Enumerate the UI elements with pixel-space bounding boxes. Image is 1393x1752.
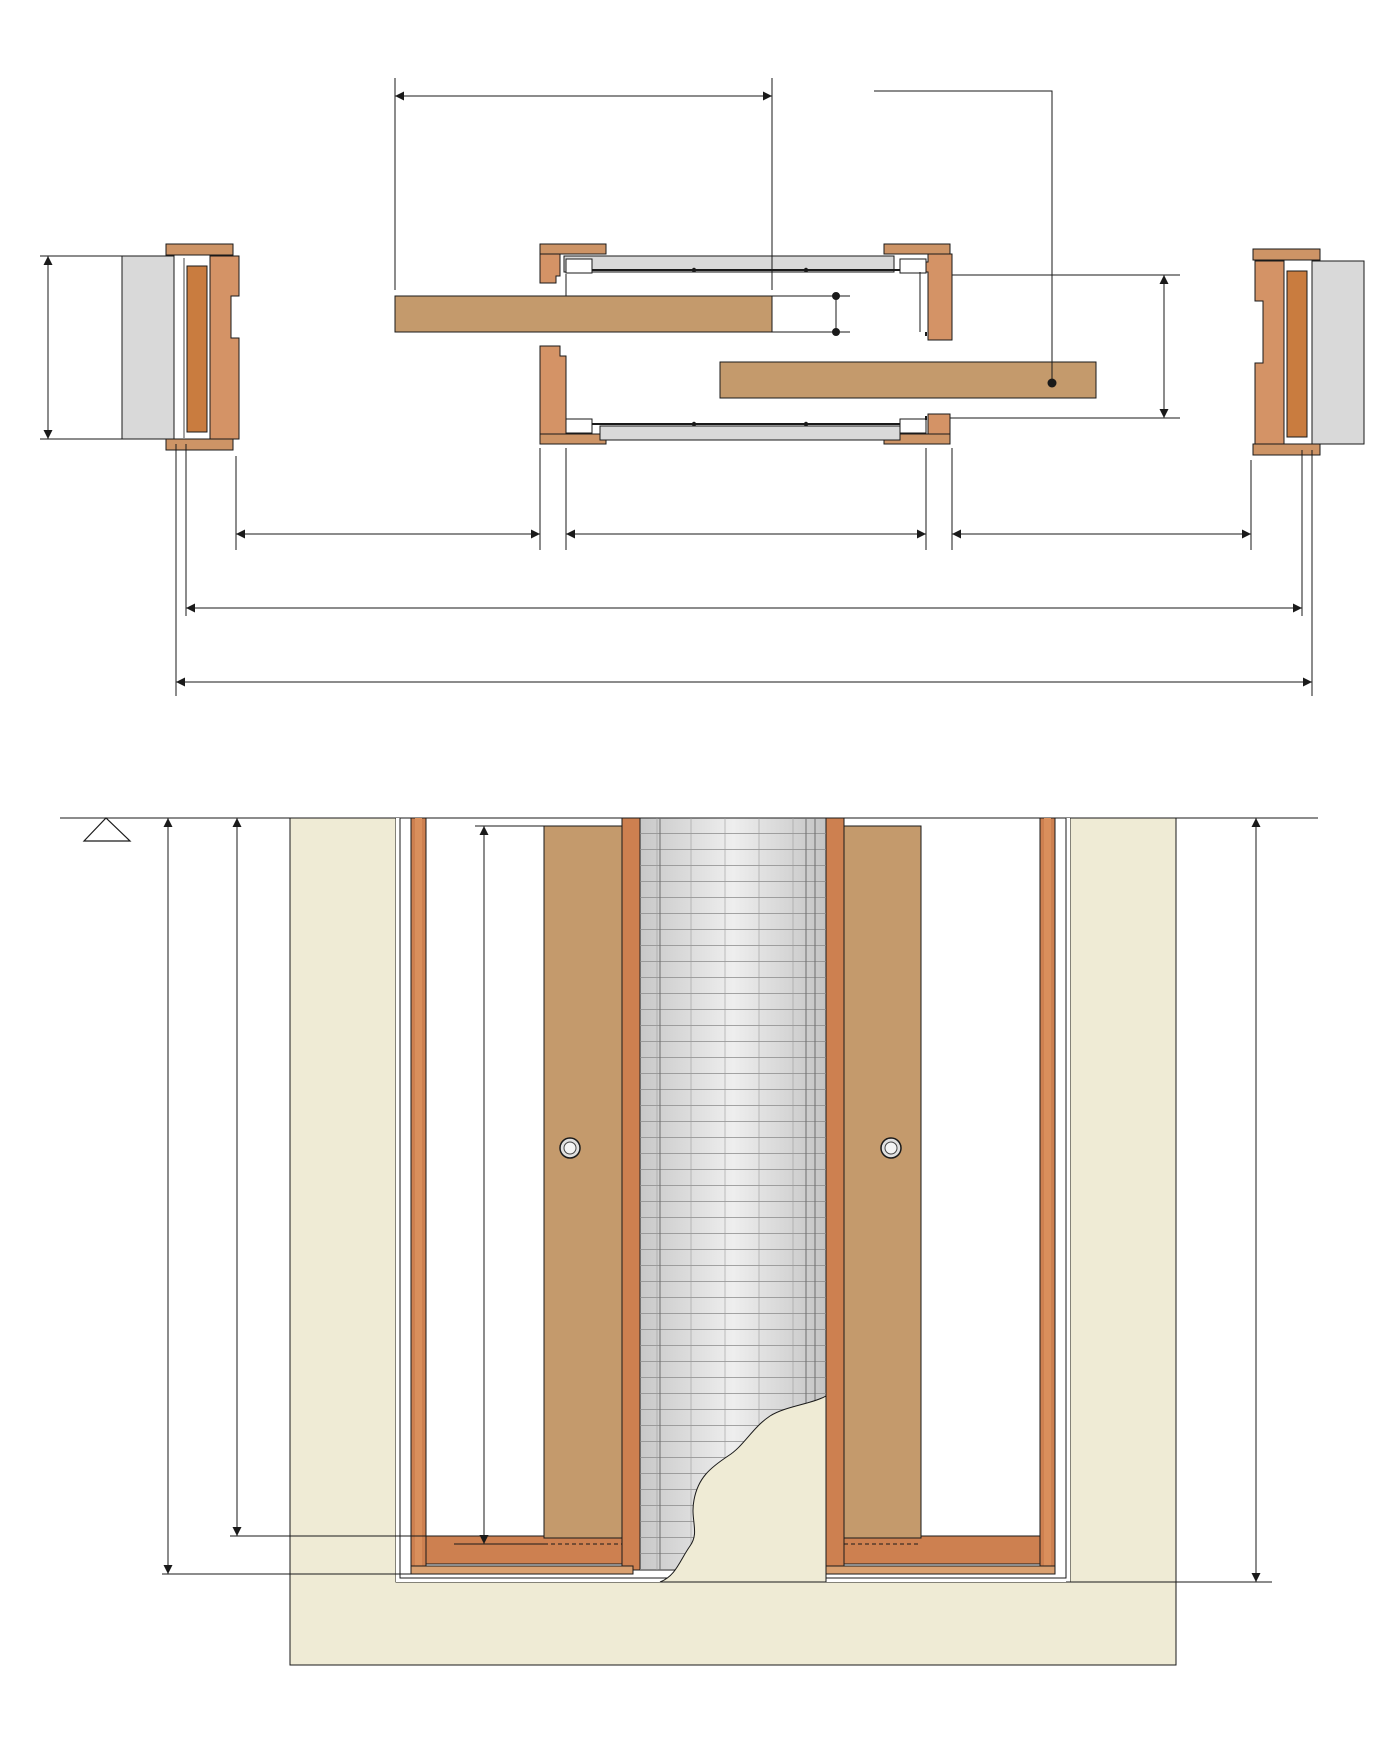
leaf-thickness-dimension — [772, 292, 850, 336]
leaf-width-dimension — [394, 78, 773, 290]
center-left-post — [621, 817, 641, 1571]
pocket-casing-section — [539, 243, 953, 445]
door-leaf-2-elevation — [843, 825, 922, 1545]
elevation-view — [60, 817, 1318, 1666]
height-dimensions — [162, 818, 1272, 1583]
door-leaf-1-elevation — [543, 825, 623, 1545]
right-jamb-section — [1252, 248, 1365, 456]
plaster-cutaway — [659, 1395, 827, 1583]
wall-thickness-dimension — [40, 255, 122, 440]
left-jamb-section — [121, 243, 240, 451]
pocket-depth-dimension — [950, 274, 1180, 419]
opening-dimensions — [175, 444, 1313, 696]
door-leaf-1-plan — [394, 295, 773, 333]
door-leaf-2-plan — [719, 361, 1097, 399]
leader-line — [874, 90, 1057, 388]
center-right-post — [825, 817, 845, 1571]
plan-view — [40, 78, 1365, 696]
triangle-icon — [82, 817, 132, 842]
